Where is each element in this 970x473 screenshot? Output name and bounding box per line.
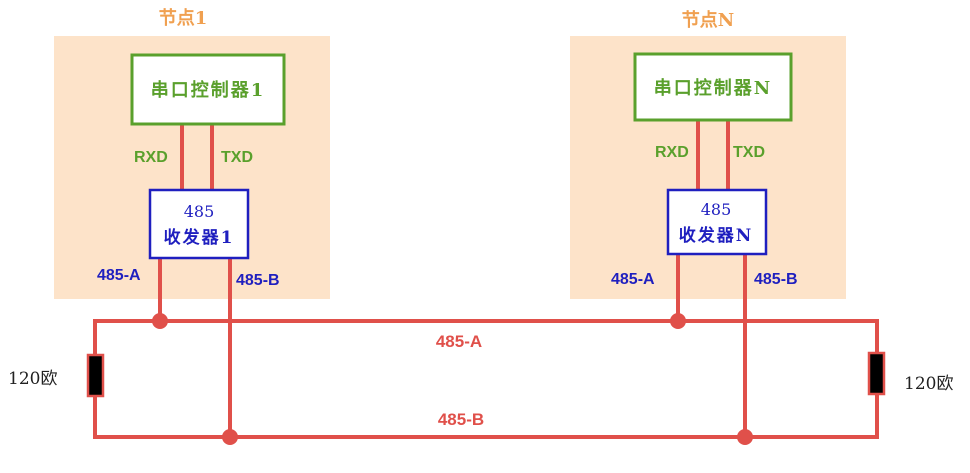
node-n-a-junction [670,313,686,329]
node-n-transceiver-line2: 收发器N [679,225,754,246]
node-1-a-junction [152,313,168,329]
node-1-serial-controller [130,53,286,126]
node-n-serial-controller [633,52,793,122]
node-1-b-junction [222,429,238,445]
node-1-rxd-label: RXD [134,149,168,166]
node-1-pin-a-label: 485-A [97,267,141,284]
node-1-pin-b-label: 485-B [236,272,280,289]
node-1-transceiver-line1: 485 [184,202,215,221]
node-n-title: 节点N [682,9,734,31]
node-n-transceiver [666,188,768,256]
right-terminating-resistor [867,351,886,396]
bus-a-label: 485-A [436,332,482,351]
node-n-txd-label: TXD [733,144,765,161]
left-resistor-label: 120欧 [8,369,57,389]
node-1-txd-label: TXD [221,149,253,166]
right-resistor-label: 120欧 [904,374,953,394]
node-n-b-junction [737,429,753,445]
node-n-transceiver-line1: 485 [701,200,732,219]
node-n-pin-a-label: 485-A [611,271,655,288]
node-n-pin-b-label: 485-B [754,271,798,288]
node-n-controller-label: 串口控制器N [654,77,772,99]
node-1-controller-label: 串口控制器1 [151,79,266,101]
node-1-transceiver [148,188,250,260]
node-1-transceiver-line2: 收发器1 [164,227,235,248]
left-terminating-resistor [86,353,105,398]
node-1-title: 节点1 [159,7,208,29]
node-n-rxd-label: RXD [655,144,689,161]
bus-b-label: 485-B [438,410,484,429]
